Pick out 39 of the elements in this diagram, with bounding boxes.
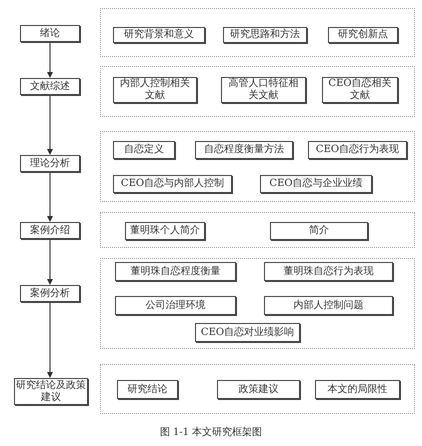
arrow xyxy=(47,240,53,285)
chapter-box: 案例分析 xyxy=(20,285,80,302)
dashed-panel xyxy=(100,364,415,414)
arrow xyxy=(47,42,53,78)
topic-box: 内部人控制问题 xyxy=(264,296,393,315)
chapter-box: 理论分析 xyxy=(20,155,80,172)
topic-box: 政策建议 xyxy=(217,380,300,399)
topic-box: 研究背景和意义 xyxy=(113,27,205,43)
chapter-box: 文献综述 xyxy=(20,78,80,95)
topic-box: 高管人口特征相关文献 xyxy=(221,77,306,103)
topic-box: 研究思路和方法 xyxy=(223,27,307,43)
topic-box: CEO自恋相关文献 xyxy=(322,77,398,103)
topic-box: 公司治理环境 xyxy=(115,296,236,315)
topic-box: 董明珠个人简介 xyxy=(125,222,205,240)
dashed-panel xyxy=(100,131,415,202)
dashed-panel xyxy=(100,258,415,349)
chapter-box: 研究结论及政策建议 xyxy=(14,378,88,405)
topic-box: 本文的局限性 xyxy=(315,380,400,399)
chapter-box: 案例介绍 xyxy=(20,222,80,239)
figure-caption: 图 1-1 本文研究框架图 xyxy=(158,426,264,439)
topic-box: 内部人控制相关文献 xyxy=(113,77,197,103)
arrow xyxy=(47,172,53,222)
topic-box: 研究创新点 xyxy=(328,27,398,43)
topic-box: CEO自恋行为表现 xyxy=(308,141,407,159)
arrow xyxy=(47,302,53,378)
chapter-box: 绪论 xyxy=(20,25,80,42)
topic-box: 自恋程度衡量方法 xyxy=(195,141,293,159)
dashed-panel xyxy=(100,8,415,57)
topic-box: CEO自恋与内部人控制 xyxy=(113,175,232,193)
topic-box: 简介 xyxy=(270,222,368,240)
arrow xyxy=(47,96,53,155)
dashed-panel xyxy=(100,66,415,117)
dashed-panel xyxy=(100,212,415,248)
topic-box: 董明珠自恋行为表现 xyxy=(264,262,393,281)
topic-box: 董明珠自恋程度衡量 xyxy=(115,262,236,281)
topic-box: 研究结论 xyxy=(117,380,178,399)
topic-box: CEO自恋与企业业绩 xyxy=(260,175,372,193)
topic-box: 自恋定义 xyxy=(113,141,175,159)
topic-box: CEO自恋对业绩影响 xyxy=(195,323,300,342)
